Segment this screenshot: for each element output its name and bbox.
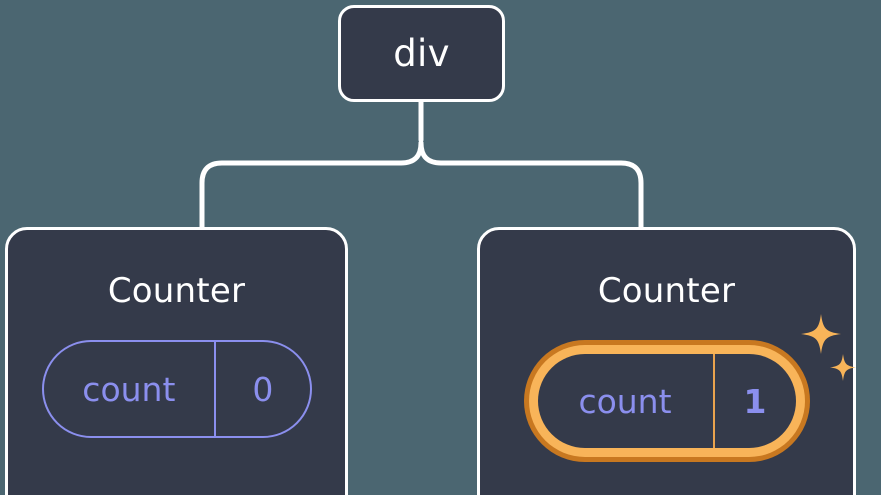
state-pill-left[interactable]: count 0 [41, 340, 312, 438]
node-counter-right-title: Counter [597, 271, 736, 311]
node-div-label: div [393, 32, 450, 75]
state-pill-left-wrap: count 0 [41, 340, 312, 438]
node-counter-right[interactable]: Counter count 1 [477, 227, 856, 495]
connector-branch-right [418, 140, 644, 230]
state-key-right: count [538, 354, 715, 448]
state-value-right: 1 [743, 381, 767, 421]
node-counter-left-title: Counter [107, 271, 246, 311]
state-pill-right-ring: count 1 [528, 345, 805, 457]
state-value-left: 0 [252, 369, 274, 409]
state-key-left: count [44, 342, 217, 436]
state-pill-right-wrap: count 1 [523, 340, 810, 462]
state-pill-right-highlight[interactable]: count 1 [523, 340, 810, 462]
connector-branch-left [199, 140, 424, 230]
state-pill-right: count 1 [537, 354, 796, 448]
node-div[interactable]: div [338, 5, 505, 102]
node-counter-left[interactable]: Counter count 0 [5, 227, 348, 495]
